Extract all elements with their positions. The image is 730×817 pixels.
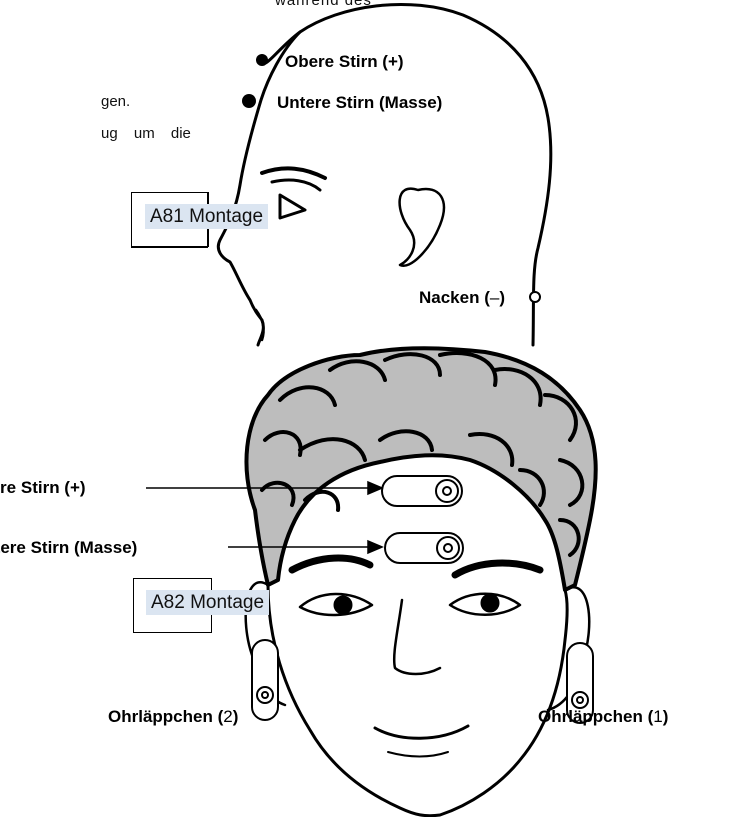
a81-montage-label: A81 Montage (145, 206, 268, 228)
a82-montage-label: A82 Montage (146, 592, 269, 614)
earlobe-right-num: 2 (223, 707, 232, 726)
electrode-neck (530, 292, 540, 302)
earlobe-right-close: ) (233, 707, 239, 726)
neck-label-text: Nacken ( (419, 288, 490, 307)
label-a81-lower-forehead: Untere Stirn (Masse) (277, 93, 442, 113)
a81-montage-title: A81 Montage (145, 204, 268, 229)
label-a82-earlobe-left: Ohrläppchen (1) (538, 707, 668, 727)
label-a82-earlobe-right: Ohrläppchen (2) (108, 707, 238, 727)
frontal-face-drawing (246, 558, 590, 816)
label-a82-lower-forehead: Untere Stirn (Masse) (0, 538, 137, 558)
label-a82-upper-forehead: Obere Stirn (+) (0, 478, 86, 498)
label-a81-neck: Nacken (–) (419, 288, 505, 308)
neck-label-sign: – (490, 288, 499, 307)
a82-montage-title: A82 Montage (146, 590, 269, 615)
earlobe-right-text: Ohrläppchen ( (108, 707, 223, 726)
neck-label-close: ) (499, 288, 505, 307)
earlobe-left-text: Ohrläppchen ( (538, 707, 653, 726)
earlobe-left-close: ) (663, 707, 669, 726)
frontal-electrodes (382, 476, 463, 563)
electrode-lower-forehead (242, 94, 256, 108)
electrode-upper-forehead (256, 54, 268, 66)
earlobe-left-num: 1 (653, 707, 662, 726)
label-a81-upper-forehead: Obere Stirn (+) (285, 52, 404, 72)
